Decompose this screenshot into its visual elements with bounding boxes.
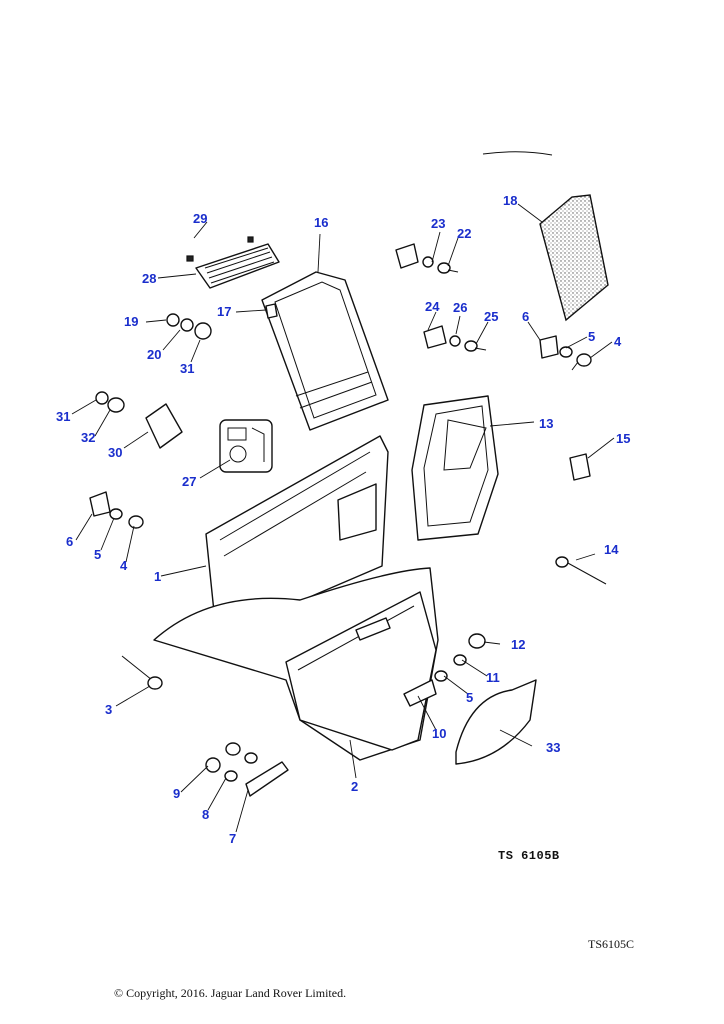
part-33-cover[interactable] — [455, 679, 537, 765]
callout-27[interactable]: 27 — [182, 474, 196, 489]
fastener-19-20-31[interactable] — [166, 313, 212, 340]
callout-19[interactable]: 19 — [124, 314, 138, 329]
callout-14[interactable]: 14 — [604, 542, 619, 557]
part-14-rivet[interactable] — [555, 556, 607, 585]
callout-5-center[interactable]: 5 — [466, 690, 473, 705]
copyright-notice: © Copyright, 2016. Jaguar Land Rover Lim… — [114, 986, 347, 1000]
callout-25[interactable]: 25 — [484, 309, 498, 324]
part-15-clip[interactable] — [569, 453, 591, 481]
callout-15[interactable]: 15 — [616, 431, 630, 446]
part-23-clip[interactable] — [395, 243, 419, 269]
part-18-pad[interactable] — [539, 194, 609, 322]
callout-4-right[interactable]: 4 — [614, 334, 622, 349]
fastener-set-right[interactable] — [539, 335, 592, 371]
drawing-code: TS 6105B — [498, 849, 560, 863]
fastener-set-left[interactable] — [89, 491, 144, 529]
fastener-7-8-9[interactable] — [205, 742, 289, 797]
callout-11[interactable]: 11 — [486, 670, 500, 685]
sketch-mark — [482, 151, 553, 156]
callout-1[interactable]: 1 — [154, 569, 161, 584]
callout-31-left[interactable]: 31 — [56, 409, 70, 424]
callout-6-right[interactable]: 6 — [522, 309, 529, 324]
callout-13[interactable]: 13 — [539, 416, 553, 431]
callout-10[interactable]: 10 — [432, 726, 446, 741]
callout-29[interactable]: 29 — [193, 211, 207, 226]
callout-22[interactable]: 22 — [457, 226, 471, 241]
fastener-25-26[interactable] — [449, 335, 487, 352]
part-16-frame[interactable] — [261, 271, 389, 431]
callout-12[interactable]: 12 — [511, 637, 525, 652]
callout-32[interactable]: 32 — [81, 430, 95, 445]
part-29-clip-b[interactable] — [247, 236, 254, 243]
callout-31-top[interactable]: 31 — [180, 361, 194, 376]
callout-5-right[interactable]: 5 — [588, 329, 595, 344]
callout-7[interactable]: 7 — [229, 831, 236, 846]
callout-33[interactable]: 33 — [546, 740, 560, 755]
part-28-grille[interactable] — [195, 243, 280, 289]
part-13-cover[interactable] — [411, 395, 499, 541]
part-27-panel[interactable] — [219, 419, 273, 473]
fastener-10-12[interactable] — [403, 633, 486, 707]
callouts: 29 16 23 22 18 28 17 24 26 25 6 5 4 19 2… — [56, 193, 630, 846]
callout-30[interactable]: 30 — [108, 445, 122, 460]
callout-2[interactable]: 2 — [351, 779, 358, 794]
callout-26[interactable]: 26 — [453, 300, 467, 315]
illustration-reference: TS6105C — [588, 937, 635, 951]
callout-24[interactable]: 24 — [425, 299, 440, 314]
callout-20[interactable]: 20 — [147, 347, 161, 362]
callout-4-left[interactable]: 4 — [120, 558, 128, 573]
callout-16[interactable]: 16 — [314, 215, 328, 230]
part-3-rivet[interactable] — [121, 655, 163, 690]
fastener-30-31-32[interactable] — [95, 391, 183, 449]
callout-17[interactable]: 17 — [217, 304, 231, 319]
part-1-panel[interactable] — [205, 435, 389, 613]
leader-lines — [71, 203, 615, 833]
fastener-22-23[interactable] — [422, 256, 459, 274]
part-24-clip[interactable] — [423, 325, 447, 349]
part-17-clip[interactable] — [265, 303, 278, 319]
callout-6-left[interactable]: 6 — [66, 534, 73, 549]
callout-5-left[interactable]: 5 — [94, 547, 101, 562]
part-29-clip[interactable] — [186, 255, 194, 262]
callout-8[interactable]: 8 — [202, 807, 209, 822]
callout-28[interactable]: 28 — [142, 271, 156, 286]
callout-3[interactable]: 3 — [105, 702, 112, 717]
callout-23[interactable]: 23 — [431, 216, 445, 231]
callout-18[interactable]: 18 — [503, 193, 517, 208]
part-2-panel[interactable] — [285, 591, 437, 751]
callout-9[interactable]: 9 — [173, 786, 180, 801]
